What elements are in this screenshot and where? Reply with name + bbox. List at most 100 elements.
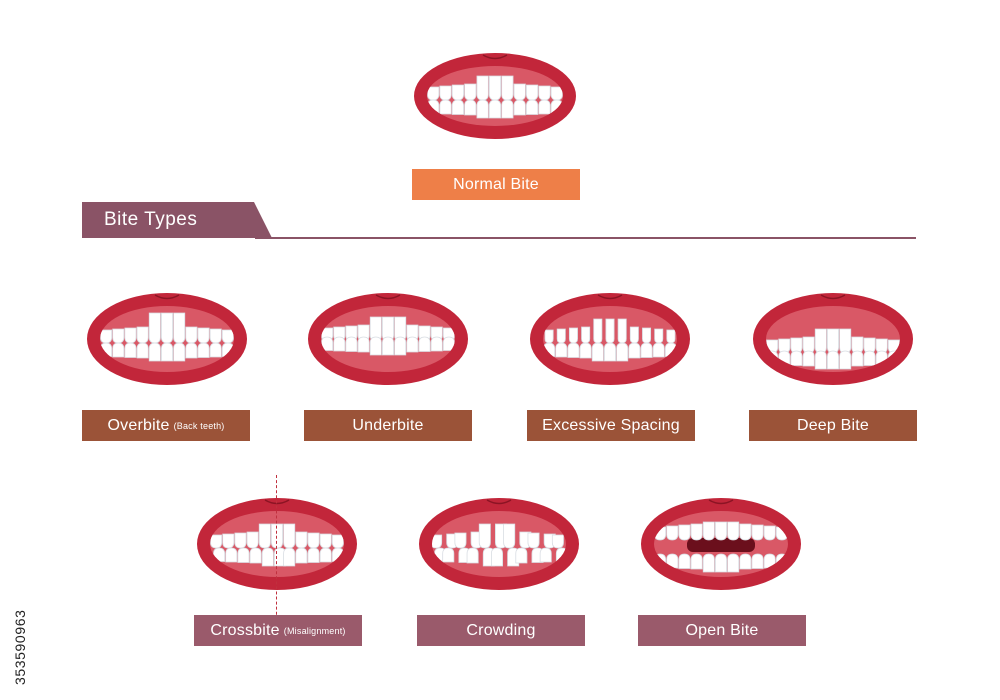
lower-tooth — [136, 342, 149, 359]
upper-tooth — [307, 532, 320, 549]
upper-tooth — [814, 328, 827, 354]
deep-bite-illustration — [752, 292, 914, 386]
upper-tooth — [476, 75, 489, 101]
open-bite-illustration — [640, 497, 802, 591]
lip-notch — [708, 499, 734, 505]
lip-notch — [375, 294, 401, 300]
upper-tooth — [526, 84, 539, 101]
lower-tooth — [283, 547, 296, 567]
stock-id: 353590963 — [10, 460, 30, 690]
underbite-label-text: Underbite — [352, 416, 424, 434]
lower-tooth — [515, 547, 528, 564]
deep-bite-label-text: Deep Bite — [796, 416, 870, 434]
upper-tooth — [715, 521, 727, 541]
upper-tooth — [209, 328, 222, 344]
crossbite-label: Crossbite(Misalignment) — [194, 615, 362, 646]
upper-tooth — [550, 86, 563, 101]
mouth-svg — [753, 293, 913, 385]
lip-notch — [482, 54, 508, 60]
mouth-svg — [414, 53, 576, 139]
upper-tooth — [839, 328, 852, 354]
upper-tooth — [617, 318, 627, 344]
crowding-illustration — [418, 497, 580, 591]
overbite-label-text: Overbite — [107, 416, 170, 434]
crowding-label: Crowding — [417, 615, 585, 646]
overbite-label-note: (Back teeth) — [173, 420, 225, 431]
lower-tooth — [209, 342, 222, 358]
open-bite-label: Open Bite — [638, 615, 806, 646]
upper-tooth — [827, 328, 839, 354]
mouth-svg — [530, 293, 690, 385]
upper-tooth — [751, 524, 764, 541]
open-bite-label-text: Open Bite — [685, 621, 759, 639]
upper-tooth — [727, 521, 740, 541]
upper-tooth — [124, 327, 137, 344]
upper-tooth — [544, 329, 554, 344]
upper-tooth — [427, 86, 440, 101]
lower-tooth — [333, 336, 346, 352]
upper-tooth — [556, 328, 566, 344]
lower-tooth — [678, 553, 691, 569]
lower-tooth — [802, 350, 815, 367]
upper-tooth — [629, 326, 639, 344]
lower-tooth — [173, 342, 186, 362]
lower-tooth — [464, 99, 477, 116]
lip-notch — [486, 499, 512, 505]
lower-tooth — [319, 547, 332, 563]
normal-bite-label-text: Normal Bite — [453, 175, 539, 193]
lower-tooth — [345, 336, 358, 352]
mouth-svg — [419, 498, 579, 590]
upper-tooth — [690, 523, 703, 541]
lower-tooth — [491, 547, 503, 567]
lower-tooth — [476, 99, 489, 119]
lower-tooth — [112, 342, 125, 358]
lower-tooth — [249, 547, 262, 564]
lower-tooth — [538, 99, 551, 115]
lower-tooth — [357, 336, 370, 353]
lower-tooth — [382, 336, 394, 356]
upper-tooth — [478, 523, 491, 549]
overbite-label: Overbite(Back teeth) — [82, 410, 250, 441]
crossbite-illustration — [196, 497, 358, 591]
upper-tooth — [666, 329, 676, 344]
lower-tooth — [406, 336, 419, 353]
lower-tooth — [451, 99, 464, 115]
upper-tooth — [551, 534, 564, 549]
lower-tooth — [148, 342, 161, 362]
lower-tooth — [237, 547, 250, 563]
lower-tooth — [727, 553, 740, 573]
lip-notch — [820, 294, 846, 300]
upper-tooth — [739, 523, 752, 541]
lower-tooth — [418, 336, 431, 352]
upper-tooth — [136, 326, 149, 344]
lower-tooth — [185, 342, 198, 359]
lower-tooth — [442, 547, 455, 563]
upper-tooth — [100, 329, 113, 344]
upper-tooth — [185, 326, 198, 344]
upper-tooth — [654, 328, 664, 344]
upper-tooth — [666, 525, 679, 541]
upper-tooth — [702, 521, 715, 541]
upper-tooth — [642, 327, 652, 344]
upper-tooth — [246, 531, 259, 549]
upper-tooth — [319, 533, 332, 549]
lower-tooth — [690, 553, 703, 570]
lower-tooth — [715, 553, 727, 573]
mouth-svg — [87, 293, 247, 385]
lower-tooth — [526, 99, 539, 115]
underbite-label: Underbite — [304, 410, 472, 441]
overbite-illustration — [86, 292, 248, 386]
stock-id-text: 353590963 — [12, 609, 28, 685]
mouth-svg — [641, 498, 801, 590]
lower-tooth — [439, 99, 452, 115]
upper-tooth — [283, 523, 296, 549]
upper-tooth — [513, 83, 526, 101]
upper-tooth — [221, 329, 234, 344]
lower-tooth — [539, 547, 552, 563]
lower-tooth — [628, 342, 641, 359]
section-header-tab — [82, 202, 272, 238]
lower-tooth — [851, 350, 864, 367]
excessive-spacing-illustration — [529, 292, 691, 386]
lower-tooth — [394, 336, 407, 356]
lower-tooth — [197, 342, 210, 358]
